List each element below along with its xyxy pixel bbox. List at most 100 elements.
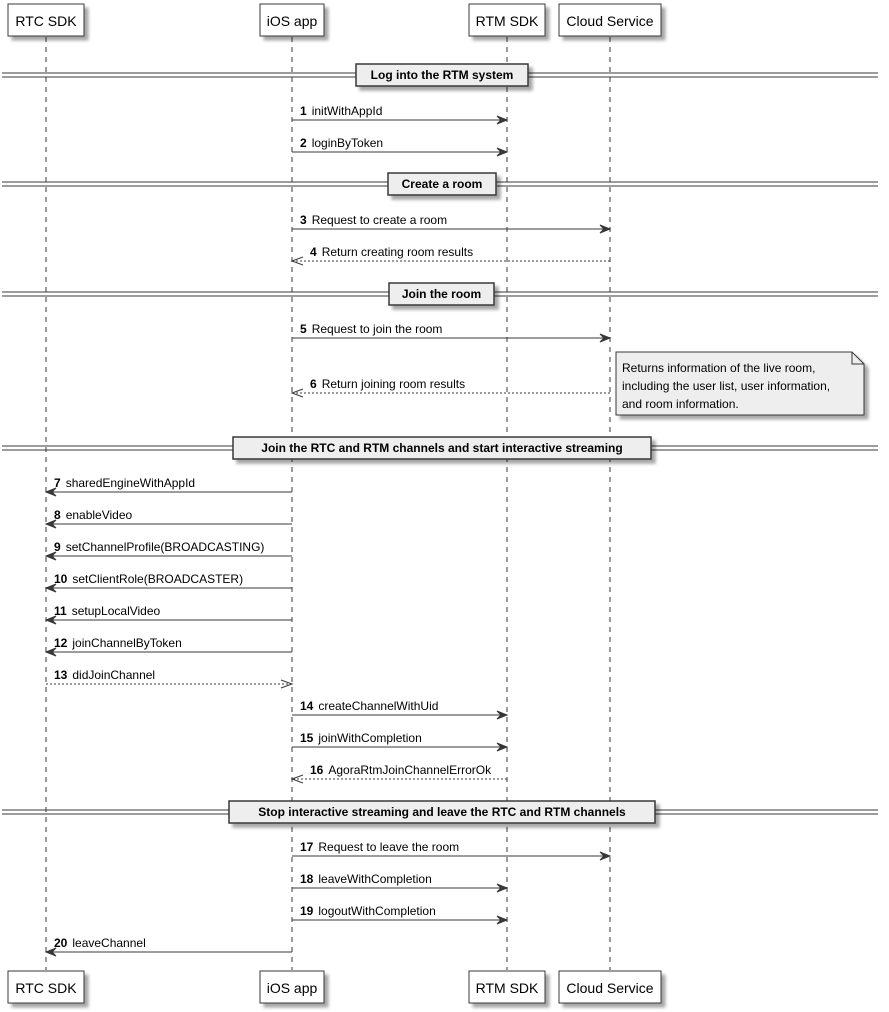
message-text: createChannelWithUid xyxy=(318,699,438,713)
message-number: 3 xyxy=(300,213,307,227)
message-label: 9 setChannelProfile(BROADCASTING) xyxy=(54,540,264,554)
message-text: Request to join the room xyxy=(312,322,443,336)
participants-top: RTC SDK iOS app RTM SDK Cloud Service xyxy=(7,3,662,37)
message-label: 7 sharedEngineWithAppId xyxy=(54,476,195,490)
participant-label: iOS app xyxy=(267,13,318,29)
message-number: 7 xyxy=(54,476,61,490)
message-number: 6 xyxy=(310,377,317,391)
message-text: Return joining room results xyxy=(322,377,465,391)
message-text: joinWithCompletion xyxy=(317,731,421,745)
message-number: 14 xyxy=(300,699,314,713)
message-number: 20 xyxy=(54,936,68,950)
message: 7 sharedEngineWithAppId xyxy=(44,476,292,497)
section-divider: Join the room xyxy=(2,282,878,306)
participant-rtc-bottom: RTC SDK xyxy=(7,970,85,1004)
participant-label: Cloud Service xyxy=(566,980,653,996)
open-arrowhead xyxy=(290,388,304,398)
participant-rtm-bottom: RTM SDK xyxy=(468,970,546,1004)
message-number: 8 xyxy=(54,508,61,522)
message-number: 12 xyxy=(54,636,68,650)
filled-arrowhead xyxy=(496,710,509,720)
participant-label: RTC SDK xyxy=(15,13,77,29)
participant-cloud-bottom: Cloud Service xyxy=(558,970,662,1004)
message-text: leaveWithCompletion xyxy=(318,872,431,886)
participants-bottom: RTC SDK iOS app RTM SDK Cloud Service xyxy=(7,970,662,1004)
filled-arrowhead xyxy=(44,551,57,561)
message-number: 5 xyxy=(300,322,307,336)
note-fold xyxy=(851,352,864,365)
filled-arrowhead xyxy=(44,947,57,957)
participant-rtc-top: RTC SDK xyxy=(7,3,85,37)
message-text: setupLocalVideo xyxy=(72,604,161,618)
message-text: didJoinChannel xyxy=(72,668,155,682)
message-number: 4 xyxy=(310,245,317,259)
message: 19 logoutWithCompletion xyxy=(292,904,509,925)
divider-label: Create a room xyxy=(402,177,483,191)
filled-arrowhead xyxy=(496,115,509,125)
message-label: 4 Return creating room results xyxy=(310,245,473,259)
message-text: Return creating room results xyxy=(322,245,473,259)
participant-cloud-top: Cloud Service xyxy=(558,3,662,37)
note-line: and room information. xyxy=(622,397,739,411)
message-number: 11 xyxy=(54,604,67,618)
message: 6 Return joining room results xyxy=(290,377,610,398)
message-number: 9 xyxy=(54,540,61,554)
message-number: 17 xyxy=(300,840,314,854)
note-line: Returns information of the live room, xyxy=(622,361,815,375)
message: 9 setChannelProfile(BROADCASTING) xyxy=(44,540,292,561)
divider-label: Join the RTC and RTM channels and start … xyxy=(261,441,622,455)
note-line: including the user list, user informatio… xyxy=(622,379,830,393)
participant-label: RTC SDK xyxy=(15,980,77,996)
divider-label: Log into the RTM system xyxy=(371,68,514,82)
message-number: 19 xyxy=(300,904,314,918)
section-divider: Join the RTC and RTM channels and start … xyxy=(2,436,878,460)
filled-arrowhead xyxy=(496,742,509,752)
message-text: sharedEngineWithAppId xyxy=(66,476,195,490)
message-number: 10 xyxy=(54,572,68,586)
participant-label: iOS app xyxy=(267,980,318,996)
note: Returns information of the live room, in… xyxy=(615,351,865,416)
divider-box xyxy=(232,436,652,460)
divider-box xyxy=(387,172,497,196)
section-divider: Stop interactive streaming and leave the… xyxy=(2,800,878,824)
filled-arrowhead xyxy=(44,519,57,529)
section-divider: Create a room xyxy=(2,172,878,196)
filled-arrowhead xyxy=(599,851,612,861)
filled-arrowhead xyxy=(44,647,57,657)
message-number: 1 xyxy=(300,104,307,118)
message: 13 didJoinChannel xyxy=(46,668,294,689)
message-label: 14 createChannelWithUid xyxy=(300,699,438,713)
message-label: 19 logoutWithCompletion xyxy=(300,904,436,918)
divider-box xyxy=(388,282,495,306)
filled-arrowhead xyxy=(44,487,57,497)
message: 4 Return creating room results xyxy=(290,245,610,266)
filled-arrowhead xyxy=(496,883,509,893)
message-text: setChannelProfile(BROADCASTING) xyxy=(66,540,265,554)
message-number: 15 xyxy=(300,731,314,745)
filled-arrowhead xyxy=(44,583,57,593)
message-number: 13 xyxy=(54,668,68,682)
participant-rtm-top: RTM SDK xyxy=(468,3,546,37)
divider-label: Stop interactive streaming and leave the… xyxy=(258,805,626,819)
message-text: logoutWithCompletion xyxy=(318,904,435,918)
message-number: 16 xyxy=(310,763,324,777)
participant-label: RTM SDK xyxy=(476,13,539,29)
